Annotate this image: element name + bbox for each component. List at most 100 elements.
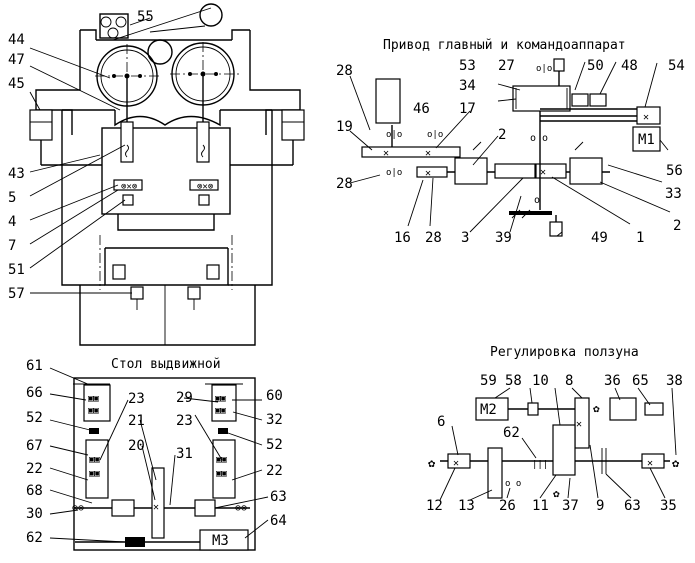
motor-m2-label: M2 <box>480 402 497 418</box>
svg-text:⊗✕⊗: ⊗✕⊗ <box>121 182 137 192</box>
label-67: 67 <box>26 438 43 454</box>
svg-text:✕: ✕ <box>425 168 431 179</box>
label-27: 27 <box>498 58 515 74</box>
crank-gears <box>95 39 240 163</box>
label-45: 45 <box>8 76 25 92</box>
label-66: 66 <box>26 385 43 401</box>
svg-text:|||: ||| <box>532 460 548 470</box>
label-28-top: 28 <box>336 63 353 79</box>
svg-text:✕: ✕ <box>453 458 459 469</box>
label-43: 43 <box>8 166 25 182</box>
label-22-right: 22 <box>266 463 283 479</box>
cushion-cylinders <box>112 264 220 310</box>
svg-text:⊗⊗: ⊗⊗ <box>235 503 247 514</box>
label-63-adjust: 63 <box>624 498 641 514</box>
main-drive-title: Привод главный и командоаппарат <box>383 38 626 53</box>
label-55: 55 <box>137 9 154 25</box>
svg-text:o o: o o <box>505 479 521 489</box>
svg-text:▣▣: ▣▣ <box>89 455 100 465</box>
svg-text:▣▣: ▣▣ <box>216 469 227 479</box>
label-34: 34 <box>459 78 476 94</box>
label-53: 53 <box>459 58 476 74</box>
svg-text:✕: ✕ <box>643 112 649 123</box>
label-39: 39 <box>495 230 512 246</box>
label-54: 54 <box>668 58 685 74</box>
svg-text:✕: ✕ <box>383 148 389 159</box>
main-drive-scheme: o|o o|o o|o ✕ ✕ ✕ ✕ o o o o|o ✕ <box>361 58 661 237</box>
svg-text:▣▣: ▣▣ <box>215 406 226 416</box>
label-16: 16 <box>394 230 411 246</box>
label-2-right: 2 <box>673 218 681 234</box>
svg-text:✕: ✕ <box>647 458 653 469</box>
svg-text:✕: ✕ <box>576 419 582 430</box>
label-10: 10 <box>532 373 549 389</box>
label-3: 3 <box>461 230 469 246</box>
label-28: 28 <box>425 230 442 246</box>
slide-adjust-leaders <box>439 387 677 501</box>
label-51: 51 <box>8 262 25 278</box>
svg-text:✿: ✿ <box>428 456 436 470</box>
label-61: 61 <box>26 358 43 374</box>
table-labels: 61 66 52 67 22 68 30 62 23 21 20 31 29 6… <box>26 358 287 549</box>
svg-text:✕: ✕ <box>425 148 431 159</box>
slide-adjust-labels: 59 58 10 8 36 65 38 6 62 12 13 26 11 37 … <box>426 373 683 514</box>
svg-text:o o: o o <box>530 133 548 144</box>
label-68: 68 <box>26 483 43 499</box>
label-37: 37 <box>562 498 579 514</box>
main-drive-leaders <box>349 61 671 237</box>
label-8: 8 <box>565 373 573 389</box>
svg-text:o|o: o|o <box>536 64 552 74</box>
svg-text:o|o: o|o <box>386 168 402 178</box>
svg-text:⊗✕⊗: ⊗✕⊗ <box>197 182 213 192</box>
motor-m1-label: M1 <box>638 132 655 148</box>
label-59: 59 <box>480 373 497 389</box>
table-leaders <box>49 367 269 543</box>
label-60: 60 <box>266 388 283 404</box>
label-1: 1 <box>636 230 644 246</box>
label-19: 19 <box>336 119 353 135</box>
label-62-adjust: 62 <box>503 425 520 441</box>
label-21: 21 <box>128 413 145 429</box>
press-leaders <box>29 17 151 294</box>
label-33: 33 <box>665 186 682 202</box>
slide-worm-gears: ⊗✕⊗ ⊗✕⊗ <box>113 179 219 206</box>
label-52-left: 52 <box>26 410 43 426</box>
label-31: 31 <box>176 446 193 462</box>
slide-adjust-title: Регулировка ползуна <box>490 345 639 360</box>
label-26: 26 <box>499 498 516 514</box>
main-drive-labels: 27 50 48 54 53 34 28 46 19 17 2 28 16 28… <box>336 58 685 246</box>
label-46: 46 <box>413 101 430 117</box>
label-2-left: 2 <box>498 127 506 143</box>
label-29: 29 <box>176 390 193 406</box>
press-frame <box>35 29 301 346</box>
label-35: 35 <box>660 498 677 514</box>
svg-text:o: o <box>534 195 540 206</box>
label-49: 49 <box>591 230 608 246</box>
label-12: 12 <box>426 498 443 514</box>
label-30: 30 <box>26 506 43 522</box>
label-64: 64 <box>270 513 287 529</box>
label-11: 11 <box>532 498 549 514</box>
svg-text:▣▣: ▣▣ <box>89 469 100 479</box>
label-52-right: 52 <box>266 437 283 453</box>
label-44: 44 <box>8 32 25 48</box>
label-7: 7 <box>8 238 16 254</box>
svg-text:▣▣: ▣▣ <box>88 394 99 404</box>
label-62-table: 62 <box>26 530 43 546</box>
svg-text:▣▣: ▣▣ <box>215 394 226 404</box>
label-22-left: 22 <box>26 461 43 477</box>
svg-text:✿: ✿ <box>593 402 600 415</box>
svg-text:o|o: o|o <box>427 130 443 140</box>
label-17: 17 <box>459 101 476 117</box>
label-6: 6 <box>437 414 445 430</box>
label-9: 9 <box>596 498 604 514</box>
label-32: 32 <box>266 412 283 428</box>
label-28-bottom: 28 <box>336 176 353 192</box>
svg-text:⊗⊗: ⊗⊗ <box>72 503 84 514</box>
label-13: 13 <box>458 498 475 514</box>
motor-m3-label: M3 <box>212 533 229 549</box>
label-23-right: 23 <box>176 413 193 429</box>
label-23-left: 23 <box>128 391 145 407</box>
label-65: 65 <box>632 373 649 389</box>
label-50: 50 <box>587 58 604 74</box>
